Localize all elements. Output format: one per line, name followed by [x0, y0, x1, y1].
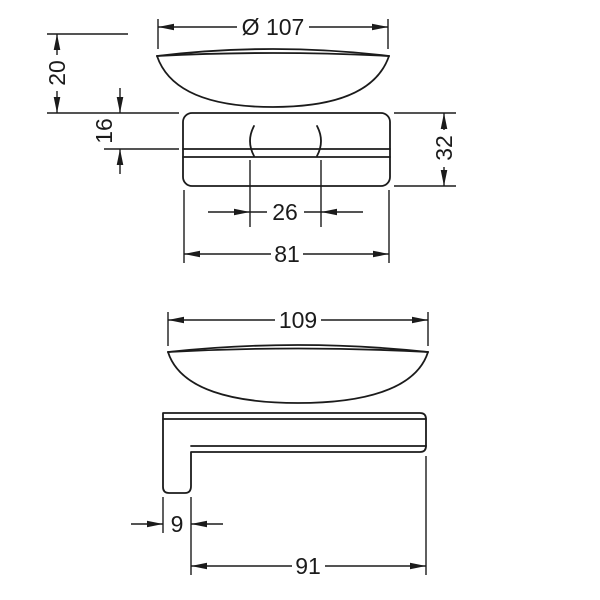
dim-collar-height: 16: [91, 88, 179, 174]
dim-dish-height: 20: [44, 33, 179, 114]
socket-curve-left: [249, 125, 255, 157]
bracket-outline: [162, 412, 427, 494]
dim-diameter: Ø 107: [157, 14, 389, 49]
dim-projection-label: 91: [295, 553, 321, 579]
dish-rim-inner: [167, 347, 429, 353]
front-view: Ø 107 20 16: [44, 14, 457, 267]
dish-rim-outer: [167, 344, 429, 353]
dim-holder-height-label: 32: [431, 135, 457, 161]
side-view: 109 9: [131, 307, 429, 579]
dim-inner-width-label: 26: [272, 199, 298, 225]
soap-dish-side: [167, 344, 429, 404]
dim-depth-label: 109: [279, 307, 317, 333]
holder-front: [182, 112, 391, 187]
soap-dish-front: [156, 48, 390, 108]
dish-rim-inner: [156, 52, 390, 57]
dim-plate-thickness: 9: [131, 497, 223, 575]
dim-plate-thickness-label: 9: [171, 511, 184, 537]
dim-holder-width: 81: [183, 190, 390, 267]
dim-projection: 91: [191, 456, 427, 579]
dish-bowl: [156, 55, 390, 108]
dish-rim-outer: [156, 48, 390, 57]
dim-holder-width-label: 81: [274, 241, 300, 267]
dim-holder-height: 32: [394, 112, 457, 187]
dim-dish-height-label: 20: [44, 60, 70, 86]
wall-bracket-side: [162, 412, 427, 494]
dim-depth: 109: [167, 307, 429, 346]
dim-diameter-label: Ø 107: [242, 14, 305, 40]
dish-bowl: [167, 351, 429, 404]
dim-inner-width: 26: [208, 160, 363, 227]
socket-curve-right: [316, 125, 322, 157]
dim-collar-height-label: 16: [91, 118, 117, 144]
